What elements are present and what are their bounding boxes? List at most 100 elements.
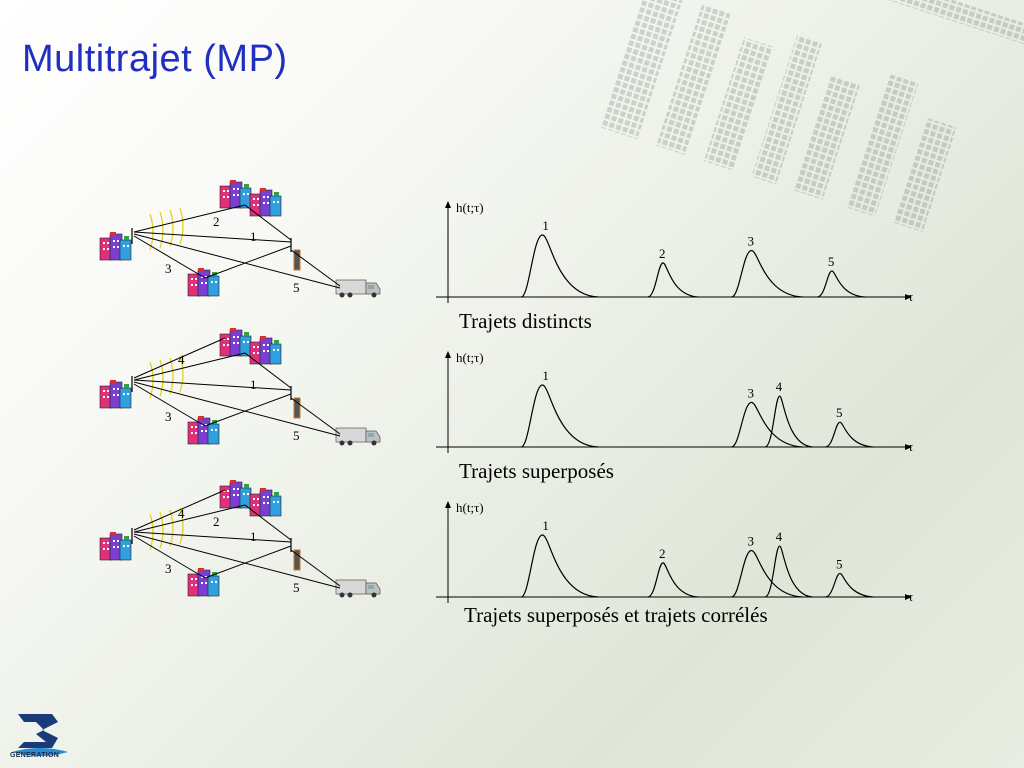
x-axis-arrow <box>905 294 912 300</box>
propagation-scene-3: 4 2 1 3 5 <box>99 479 381 598</box>
pulse-label-1: 1 <box>542 368 549 383</box>
propagation-ray <box>133 233 341 289</box>
pulse-label-1: 1 <box>542 518 549 533</box>
3g-logo <box>12 714 68 756</box>
caption-panel-1: Trajets distincts <box>459 309 592 333</box>
building-bottom <box>187 567 220 597</box>
propagation-ray <box>133 535 206 579</box>
pulse-5 <box>817 270 865 298</box>
building-left <box>99 531 132 561</box>
pulse-label-4: 4 <box>776 529 783 544</box>
pulse-4 <box>764 395 813 448</box>
radio-wave <box>179 507 184 545</box>
propagation-ray <box>133 504 246 533</box>
path-label-4: 4 <box>178 506 185 521</box>
propagation-ray <box>133 533 341 589</box>
x-axis-label: τ <box>908 589 913 604</box>
radio-wave <box>149 361 154 399</box>
pulse-3 <box>731 401 803 448</box>
pulse-2 <box>647 262 699 298</box>
pulse-1 <box>520 534 599 598</box>
propagation-scene-1: 2 1 3 5 <box>99 179 381 298</box>
radio-wave <box>169 509 174 547</box>
receiver-box <box>293 249 301 271</box>
propagation-ray <box>244 204 292 241</box>
building-bottom <box>187 415 220 445</box>
path-label-2: 2 <box>213 514 220 529</box>
building-left <box>99 231 132 261</box>
x-axis-label: τ <box>908 439 913 454</box>
pulse-5 <box>825 572 873 598</box>
propagation-ray <box>133 489 226 531</box>
y-axis-arrow <box>445 201 451 208</box>
pulse-label-5: 5 <box>836 556 843 571</box>
building-left <box>99 379 132 409</box>
radio-wave <box>169 209 174 247</box>
y-axis-arrow <box>445 501 451 508</box>
propagation-ray <box>133 235 206 279</box>
propagation-ray <box>133 383 206 427</box>
radio-wave <box>149 213 154 251</box>
pulse-label-2: 2 <box>659 546 666 561</box>
x-axis-arrow <box>905 594 912 600</box>
path-label-2: 2 <box>213 214 220 229</box>
y-axis-label: h(t;τ) <box>456 500 484 515</box>
receiver-box <box>293 549 301 571</box>
propagation-ray <box>290 397 341 435</box>
pulse-5 <box>825 421 873 448</box>
path-label-1: 1 <box>250 229 257 244</box>
logo-text: GENERATION <box>10 752 60 759</box>
propagation-ray <box>133 531 292 543</box>
building-top-a <box>219 327 252 357</box>
caption-panel-3: Trajets superposés et trajets corrélés <box>464 603 768 627</box>
path-label-5: 5 <box>293 280 300 295</box>
building-bottom <box>187 267 220 297</box>
pulse-label-4: 4 <box>776 379 783 394</box>
radio-wave <box>149 513 154 551</box>
truck <box>335 279 381 298</box>
propagation-ray <box>133 337 226 379</box>
receiver-box <box>293 397 301 419</box>
y-axis-label: h(t;τ) <box>456 350 484 365</box>
radio-wave <box>179 207 184 245</box>
propagation-ray <box>133 231 292 243</box>
slide-title: Multitrajet (MP) <box>22 38 288 80</box>
propagation-ray <box>133 204 246 233</box>
path-label-3: 3 <box>165 409 172 424</box>
propagation-ray <box>244 352 292 389</box>
pulse-label-5: 5 <box>828 254 835 269</box>
propagation-ray <box>290 249 341 287</box>
truck <box>335 579 381 598</box>
path-label-4: 4 <box>178 352 185 367</box>
propagation-ray <box>133 379 292 391</box>
path-label-3: 3 <box>165 561 172 576</box>
pulse-1 <box>520 384 599 448</box>
propagation-ray <box>290 549 341 587</box>
path-label-1: 1 <box>250 529 257 544</box>
pulse-label-1: 1 <box>542 218 549 233</box>
propagation-ray <box>133 381 341 437</box>
pulse-4 <box>764 545 813 598</box>
x-axis-arrow <box>905 444 912 450</box>
pulse-1 <box>520 234 599 298</box>
propagation-ray <box>204 393 292 427</box>
radio-wave <box>169 357 174 395</box>
radio-wave <box>179 355 184 393</box>
impulse-response-plot-3: h(t;τ) τ 1 2 3 4 5 <box>436 500 913 604</box>
propagation-ray <box>204 545 292 579</box>
y-axis-arrow <box>445 351 451 358</box>
caption-panel-2: Trajets superposés <box>459 459 614 483</box>
pulse-label-3: 3 <box>747 534 754 549</box>
pulse-2 <box>647 562 699 598</box>
path-label-5: 5 <box>293 580 300 595</box>
building-top-a <box>219 479 252 509</box>
pulse-label-3: 3 <box>747 234 754 249</box>
propagation-ray <box>244 504 292 541</box>
pulse-label-3: 3 <box>747 385 754 400</box>
path-label-3: 3 <box>165 261 172 276</box>
path-label-1: 1 <box>250 377 257 392</box>
pulse-label-5: 5 <box>836 405 843 420</box>
